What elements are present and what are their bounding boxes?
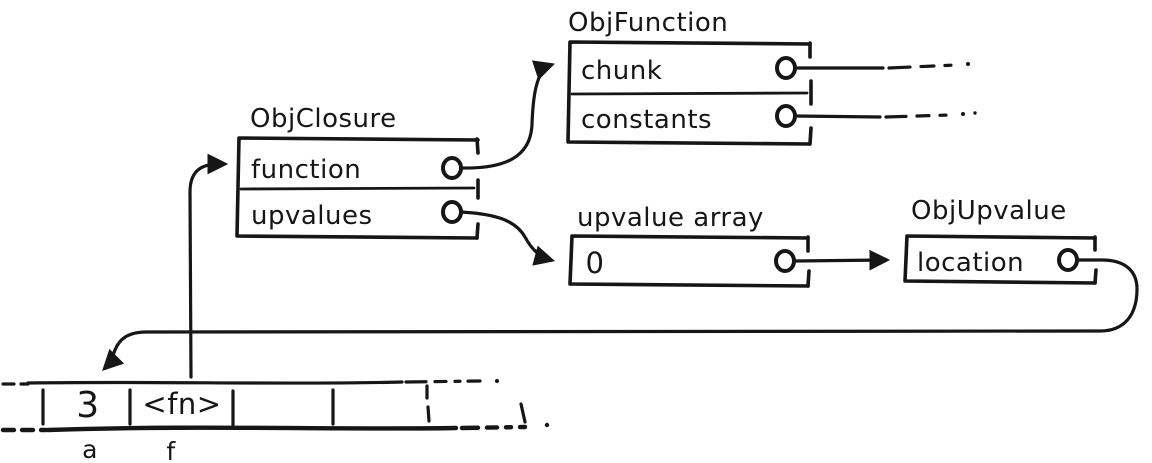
arrow-upvalues-to-upvalue-array (459, 210, 556, 266)
objfunction-field-chunk: chunk (581, 56, 662, 86)
stack-divider-broken (425, 384, 431, 423)
chunk-pointer-dashes (887, 63, 958, 70)
constants-pointer-dash-dot-1 (961, 112, 965, 116)
objfunction-field-divider (570, 91, 809, 96)
objclosure-box: ObjClosure function upvalues (235, 104, 480, 240)
stack-top-line (26, 380, 404, 385)
upvalue-0-pointer-dot (774, 249, 796, 273)
objfunction-box: ObjFunction chunk constants (566, 8, 813, 146)
stack-top-trail-dashes (404, 379, 482, 384)
objclosure-outline (235, 136, 480, 240)
stack-cell-f-value: <fn> (142, 387, 221, 421)
upvalues-pointer-dot (441, 200, 463, 224)
objclosure-field-upvalues: upvalues (251, 201, 373, 231)
objfunction-right-edge (808, 41, 813, 146)
stack-strip: 3 <fn> a f (0, 379, 550, 463)
objupvalue-field-location: location (917, 248, 1024, 278)
arrow-stack-f-to-objclosure (188, 153, 229, 379)
objupvalue-title: ObjUpvalue (911, 196, 1067, 226)
upvalue-array-title: upvalue array (577, 203, 764, 233)
objfunction-title: ObjFunction (568, 8, 728, 38)
upvalue-array-box: upvalue array 0 (568, 203, 811, 288)
constants-pointer-line (793, 114, 882, 119)
objclosure-right-edge (475, 137, 480, 240)
stack-slot-label-f: f (166, 437, 176, 463)
stack-cell-a-value: 3 (76, 385, 99, 426)
upvalue-array-right-edge (806, 235, 811, 288)
objupvalue-box: ObjUpvalue location (903, 196, 1098, 285)
stack-top-trail-dot (495, 379, 499, 383)
constants-pointer-dashes (884, 113, 952, 119)
stack-bottom-trail-dashes (459, 424, 528, 431)
arrow-location-to-stack-a (102, 258, 1139, 371)
objclosure-field-function: function (251, 155, 361, 185)
stack-bottom-line (45, 425, 459, 433)
upvalue-array-cell-0: 0 (586, 246, 605, 280)
objfunction-outline (566, 40, 812, 146)
constants-pointer-dot (775, 104, 797, 128)
stack-bottom-trail-dot (544, 422, 550, 428)
objclosure-title: ObjClosure (250, 104, 397, 134)
arrow-function-to-objfunction (459, 60, 555, 170)
constants-pointer-dash-dot-2 (973, 111, 977, 115)
objfunction-field-constants: constants (581, 105, 712, 135)
stack-slot-label-a: a (82, 435, 98, 463)
chunk-dashed-pointer (793, 62, 970, 70)
objupvalue-right-edge (1093, 235, 1098, 285)
stack-divider-tick (519, 402, 527, 424)
arrow-upvalue0-to-objupvalue (792, 249, 891, 271)
objclosure-field-divider (239, 186, 476, 191)
objupvalue-outline (903, 234, 1097, 285)
function-pointer-dot (441, 156, 463, 180)
chunk-pointer-dot (775, 56, 797, 80)
chunk-pointer-dash-dot (966, 62, 970, 66)
constants-dashed-pointer (793, 111, 977, 119)
location-pointer-dot (1057, 248, 1079, 272)
upvalue-array-outline (568, 234, 810, 288)
